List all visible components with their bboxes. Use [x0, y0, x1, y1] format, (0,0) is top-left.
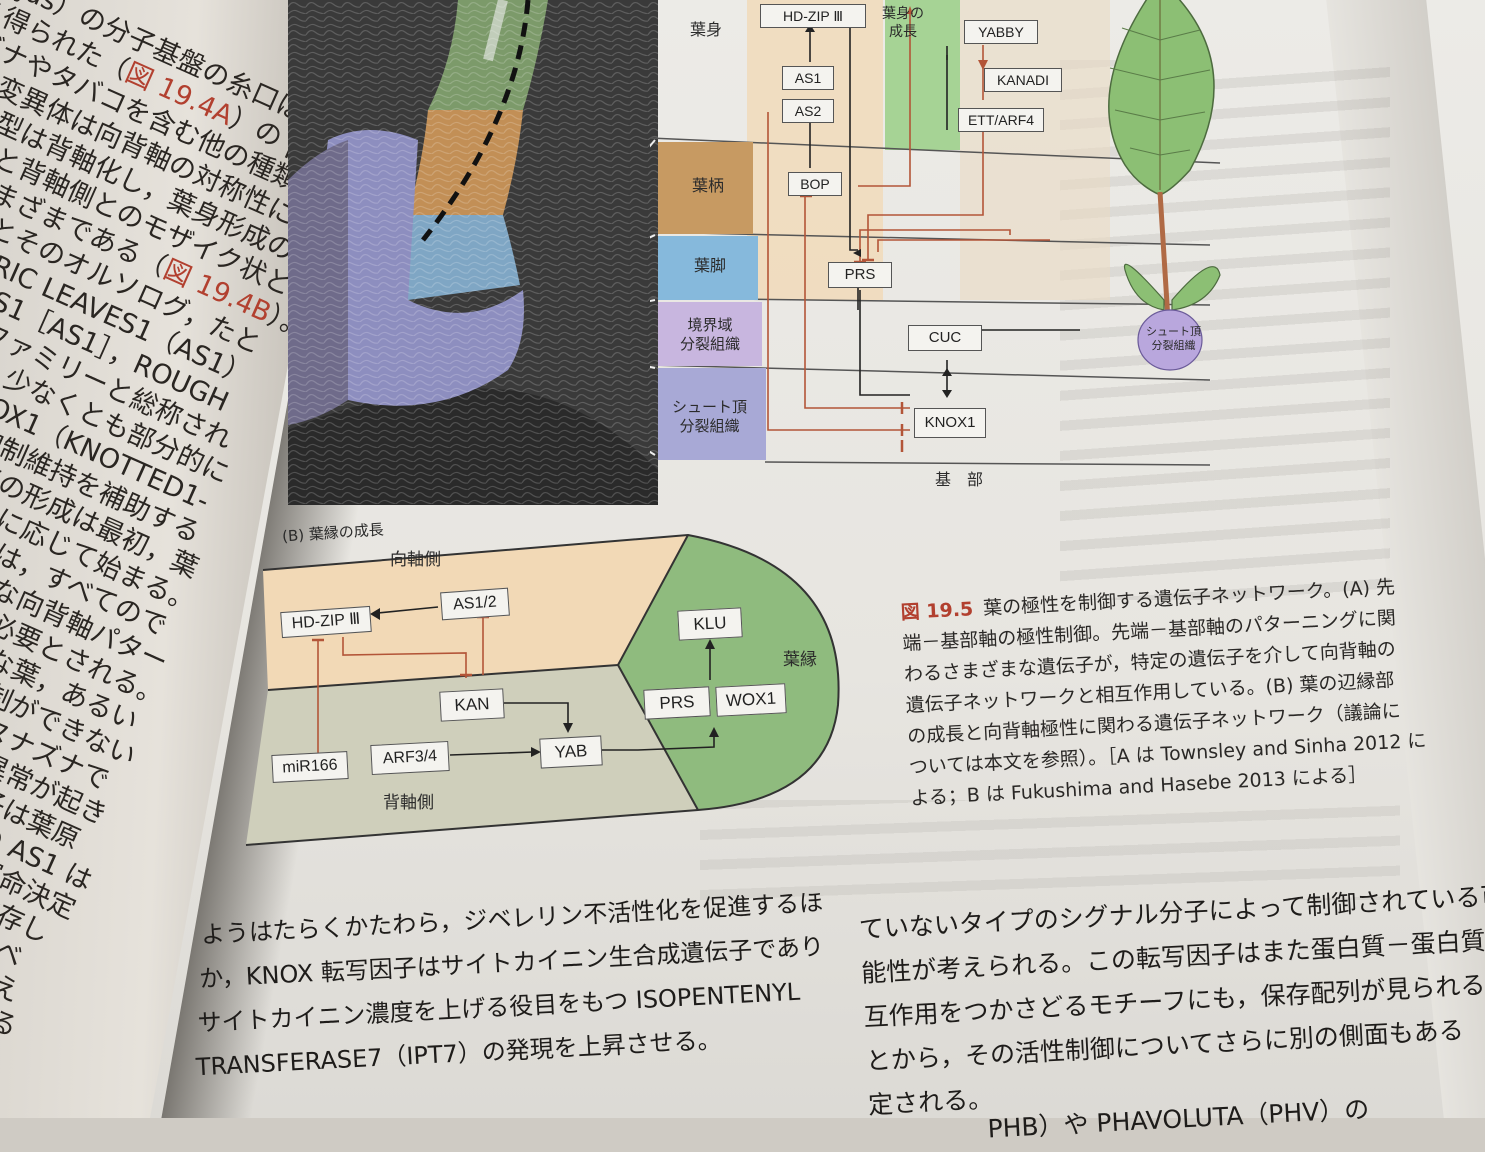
gene-b-arf3-4: ARF3/4 [370, 740, 450, 776]
leaf-illustration-sam-label: シュート頂 分裂組織 [1146, 325, 1201, 353]
gene-bop: BOP [788, 172, 842, 196]
caption-figure-label: 図 19.5 [900, 598, 974, 624]
gene-as1: AS1 [782, 66, 834, 90]
gene-kanadi: KANADI [984, 68, 1062, 92]
blade-growth-label: 葉身の 成長 [882, 6, 924, 40]
region-boundary-meristem: 境界域 分裂組織 [680, 316, 741, 353]
region-leaf-base: 葉脚 [694, 256, 727, 275]
gene-prs: PRS [828, 262, 892, 288]
show-through-text-lower [700, 800, 1400, 900]
margin-label: 葉縁 [783, 650, 817, 670]
region-blade: 葉身 [690, 20, 723, 39]
body-text-right-column: ていないタイプのシグナル分子によって制御されている可 能性が考えられる。この転写… [858, 877, 1485, 1143]
region-petiole-swatch [658, 142, 753, 234]
gene-b-wox1: WOX1 [715, 683, 787, 717]
gene-b-kan: KAN [439, 688, 505, 722]
show-through-text [1060, 60, 1390, 600]
figure-a-diagram: 葉身 葉柄 葉脚 境界域 分裂組織 シュート頂 分裂組織 葉身の 成長 HD-Z… [650, 0, 1260, 490]
region-petiole: 葉柄 [692, 176, 725, 195]
abaxial-label: 背軸側 [383, 793, 434, 813]
gene-b-prs: PRS [643, 686, 711, 720]
gene-ett-arf4: ETT/ARF4 [958, 108, 1044, 132]
base-label: 基 部 [935, 470, 984, 489]
adaxial-label: 向軸側 [390, 550, 441, 570]
region-boundary-swatch [658, 302, 762, 366]
leaf-illustration: シュート頂 分裂組織 [1080, 0, 1240, 380]
body-text-left-column: ようはたらくかたわら，ジベレリン不活性化を促進するほ か，KNOX 転写因子はサ… [195, 882, 850, 1115]
gene-b-yab: YAB [539, 735, 603, 769]
region-leaf-base-swatch [658, 236, 758, 300]
region-sam-swatch [658, 368, 766, 460]
region-shoot-apical-meristem: シュート頂 分裂組織 [672, 398, 748, 435]
gene-yabby: YABBY [964, 20, 1038, 44]
gene-knox1: KNOX1 [914, 408, 986, 438]
gene-b-klu: KLU [677, 607, 743, 641]
figure-b-diagram: 向軸側 背軸側 葉縁 HD-ZIP Ⅲ AS1/2 KAN miR166 ARF… [238, 525, 848, 850]
gene-hd-zip-iii: HD-ZIP Ⅲ [760, 4, 866, 28]
body-right-line-5: 定される。 [867, 1084, 994, 1120]
gene-as2: AS2 [782, 99, 834, 123]
sem-leaf-primordium-photo [288, 0, 658, 505]
gene-b-mir166: miR166 [271, 751, 349, 783]
gene-cuc: CUC [908, 325, 982, 351]
gene-b-as1-2: AS1/2 [440, 587, 510, 621]
